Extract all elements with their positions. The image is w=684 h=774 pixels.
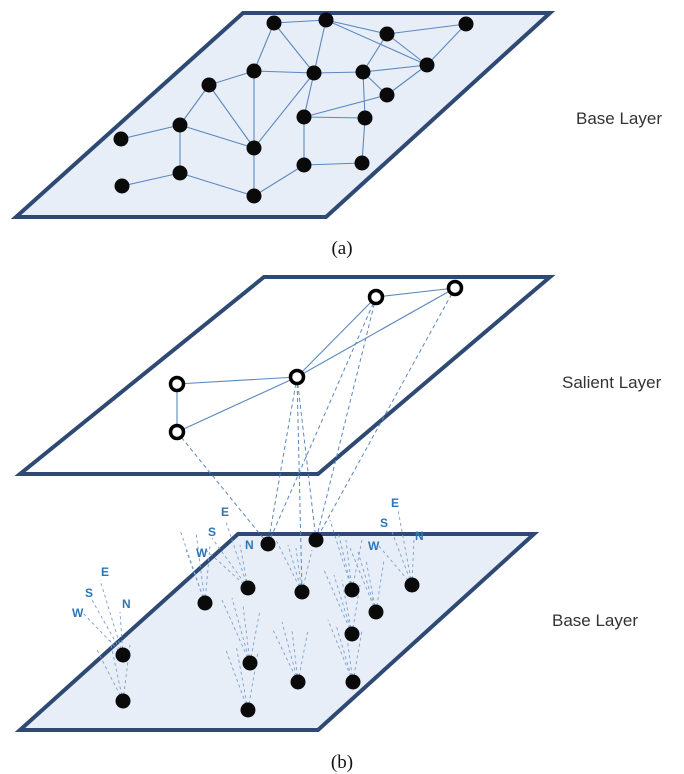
node-b — [404, 577, 420, 593]
salient-graph-edges — [176, 287, 456, 433]
compass-label-s: S — [85, 586, 93, 600]
compass-label-n: N — [245, 538, 254, 552]
node-a — [246, 188, 262, 204]
direction-fans — [81, 509, 415, 711]
salient-layer-label: Salient Layer — [562, 373, 662, 392]
inter-layer-edges — [176, 287, 456, 593]
node-a — [379, 87, 395, 103]
node-a — [266, 15, 282, 31]
base-layer-label-top: Base Layer — [576, 109, 662, 128]
diagram-a: Base Layer (a) — [10, 11, 662, 259]
compass-group-right: E S W N — [368, 496, 424, 553]
diagram-b: E S W N E S W N E S W N Salient Layer Ba… — [14, 275, 662, 773]
node-a — [296, 109, 312, 125]
compass-label-e: E — [391, 496, 399, 510]
node-a — [354, 155, 370, 171]
salient-layer-plane — [14, 275, 556, 476]
salient-graph-nodes — [168, 279, 464, 441]
base-graph-nodes-a — [113, 12, 474, 204]
compass-label-n: N — [122, 597, 131, 611]
node-a — [246, 140, 262, 156]
node-a — [458, 16, 474, 32]
node-a — [201, 77, 217, 93]
compass-label-s: S — [208, 525, 216, 539]
node-b — [294, 584, 310, 600]
node-b — [344, 626, 360, 642]
node-b — [308, 532, 324, 548]
node-a — [172, 117, 188, 133]
caption-b: (b) — [331, 752, 353, 773]
base-layer-plane-a — [10, 11, 556, 219]
node-a — [296, 157, 312, 173]
compass-label-w: W — [196, 546, 208, 560]
node-b — [345, 674, 361, 690]
node-b — [197, 595, 213, 611]
compass-label-n: N — [415, 529, 424, 543]
base-layer-plane-b — [14, 532, 540, 732]
node-b — [290, 674, 306, 690]
node-b — [242, 655, 258, 671]
node-a — [318, 12, 334, 28]
salient-node — [168, 423, 186, 441]
caption-a: (a) — [331, 238, 352, 259]
salient-node — [288, 368, 306, 386]
salient-node — [446, 279, 464, 297]
node-a — [357, 110, 373, 126]
base-graph-nodes-b — [115, 532, 420, 718]
compass-label-w: W — [368, 539, 380, 553]
salient-node — [367, 288, 385, 306]
compass-label-e: E — [221, 505, 229, 519]
compass-label-w: W — [72, 606, 84, 620]
node-b — [240, 702, 256, 718]
salient-node — [168, 375, 186, 393]
compass-group-left: E S W N — [72, 565, 131, 620]
node-b — [344, 582, 360, 598]
compass-label-e: E — [101, 565, 109, 579]
base-graph-edges-a — [120, 19, 467, 197]
base-layer-label-bottom: Base Layer — [552, 611, 638, 630]
node-a — [246, 63, 262, 79]
node-b — [240, 580, 256, 596]
compass-label-s: S — [380, 516, 388, 530]
compass-group-middle: E S W N — [196, 505, 254, 560]
node-b — [115, 647, 131, 663]
node-a — [172, 165, 188, 181]
node-a — [379, 26, 395, 42]
node-a — [114, 178, 130, 194]
node-b — [260, 536, 276, 552]
node-b — [368, 604, 384, 620]
node-a — [355, 64, 371, 80]
node-a — [306, 65, 322, 81]
node-a — [419, 57, 435, 73]
node-a — [113, 131, 129, 147]
node-b — [115, 693, 131, 709]
